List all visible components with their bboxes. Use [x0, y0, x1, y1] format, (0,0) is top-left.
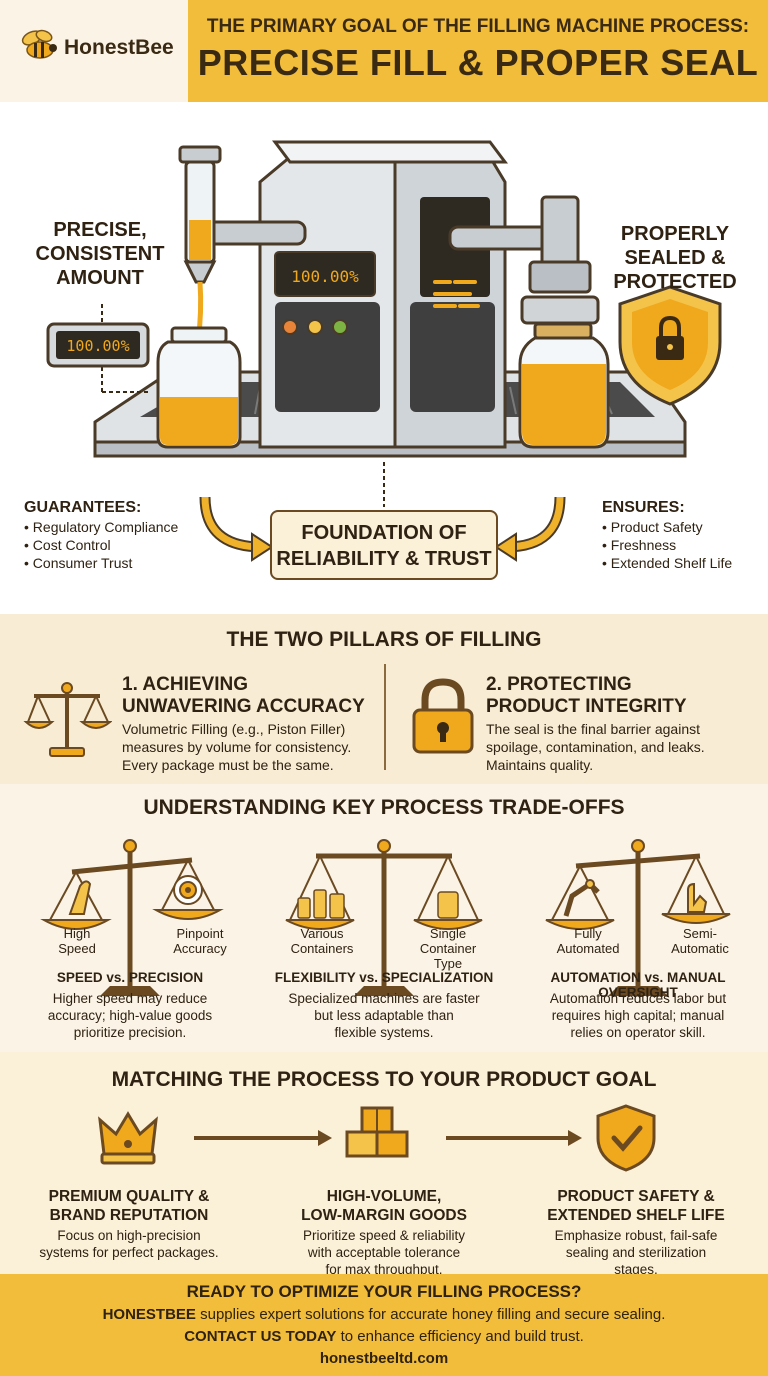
page-title: PRECISE FILL & PROPER SEAL	[197, 42, 759, 83]
website-link[interactable]: honestbeeltd.com	[319, 1350, 449, 1367]
title-banner: THE PRIMARY GOAL OF THE FILLING MACHINE …	[188, 0, 768, 102]
goal-title: PRODUCT SAFETY &EXTENDED SHELF LIFE	[547, 1188, 725, 1224]
contact-link[interactable]: CONTACT US TODAY	[184, 1328, 337, 1345]
arrow-right-icon	[446, 1130, 582, 1146]
cta-line-contact: CONTACT US TODAY to enhance efficiency a…	[184, 1328, 584, 1345]
divider	[384, 664, 386, 770]
tradeoffs-title: UNDERSTANDING KEY PROCESS TRADE-OFFS	[143, 796, 625, 819]
fill-meter-reading: 100.00%	[66, 337, 129, 355]
pillar-accuracy-desc: Volumetric Filling (e.g., Piston Filler)…	[122, 721, 352, 773]
page-subtitle: THE PRIMARY GOAL OF THE FILLING MACHINE …	[206, 16, 750, 37]
guarantees-list: Regulatory Compliance Cost Control Consu…	[24, 518, 179, 572]
header: HonestBee THE PRIMARY GOAL OF THE FILLIN…	[0, 0, 768, 102]
ensures-list: Product Safety Freshness Extended Shelf …	[602, 518, 732, 572]
list-item: Consumer Trust	[24, 554, 178, 572]
flexibility-specialization-scale-icon	[285, 839, 483, 996]
goal-title: PREMIUM QUALITY &BRAND REPUTATION	[48, 1188, 210, 1224]
pillars-title: THE TWO PILLARS OF FILLING	[226, 628, 542, 651]
list-item: Regulatory Compliance	[24, 518, 179, 536]
tradeoffs-section: UNDERSTANDING KEY PROCESS TRADE-OFFS	[0, 784, 768, 1052]
footer-cta: READY TO OPTIMIZE YOUR FILLING PROCESS? …	[0, 1274, 768, 1376]
tradeoff-right-label: Semi-Automatic	[671, 926, 729, 956]
matching-section: MATCHING THE PROCESS TO YOUR PRODUCT GOA…	[0, 1052, 768, 1277]
list-item: Freshness	[602, 536, 732, 554]
ensures-title: ENSURES:	[602, 499, 685, 516]
list-item: Extended Shelf Life	[602, 554, 732, 572]
logo[interactable]: HonestBee	[0, 0, 188, 102]
crown-icon	[98, 1111, 158, 1165]
tradeoff-title: SPEED vs. PRECISION	[56, 970, 204, 985]
guarantees-title: GUARANTEES:	[24, 499, 142, 516]
shield-lock-icon	[618, 285, 722, 406]
shield-check-icon	[596, 1104, 656, 1172]
speed-precision-scale-icon	[40, 839, 224, 996]
automation-manual-scale-icon	[545, 839, 731, 996]
bee-logo-icon	[21, 29, 57, 59]
cta-line-supplier: HONESTBEE supplies expert solutions for …	[102, 1306, 666, 1323]
matching-title: MATCHING THE PROCESS TO YOUR PRODUCT GOA…	[111, 1068, 657, 1091]
goal-title: HIGH-VOLUME,LOW-MARGIN GOODS	[301, 1188, 467, 1224]
hero-illustration-section: 100.00% 100.00%	[0, 102, 768, 614]
list-item: Product Safety	[602, 518, 732, 536]
padlock-icon	[412, 678, 474, 754]
tradeoff-title: AUTOMATION vs. MANUAL OVERSIGHT	[550, 970, 726, 1000]
brand-name: HonestBee	[64, 36, 174, 59]
arrow-right-icon	[194, 1130, 332, 1146]
tradeoff-title: FLEXIBILITY vs. SPECIALIZATION	[274, 970, 494, 985]
cta-headline: READY TO OPTIMIZE YOUR FILLING PROCESS?	[186, 1282, 582, 1301]
balance-scale-icon	[23, 682, 112, 757]
matching-icons-row	[98, 1104, 656, 1172]
boxes-icon	[345, 1106, 409, 1158]
machine-display-reading: 100.00%	[291, 267, 359, 286]
filling-machine-illustration: 100.00% 100.00%	[46, 140, 722, 562]
list-item: Cost Control	[24, 536, 178, 554]
tradeoff-scales-illustration	[40, 839, 731, 996]
